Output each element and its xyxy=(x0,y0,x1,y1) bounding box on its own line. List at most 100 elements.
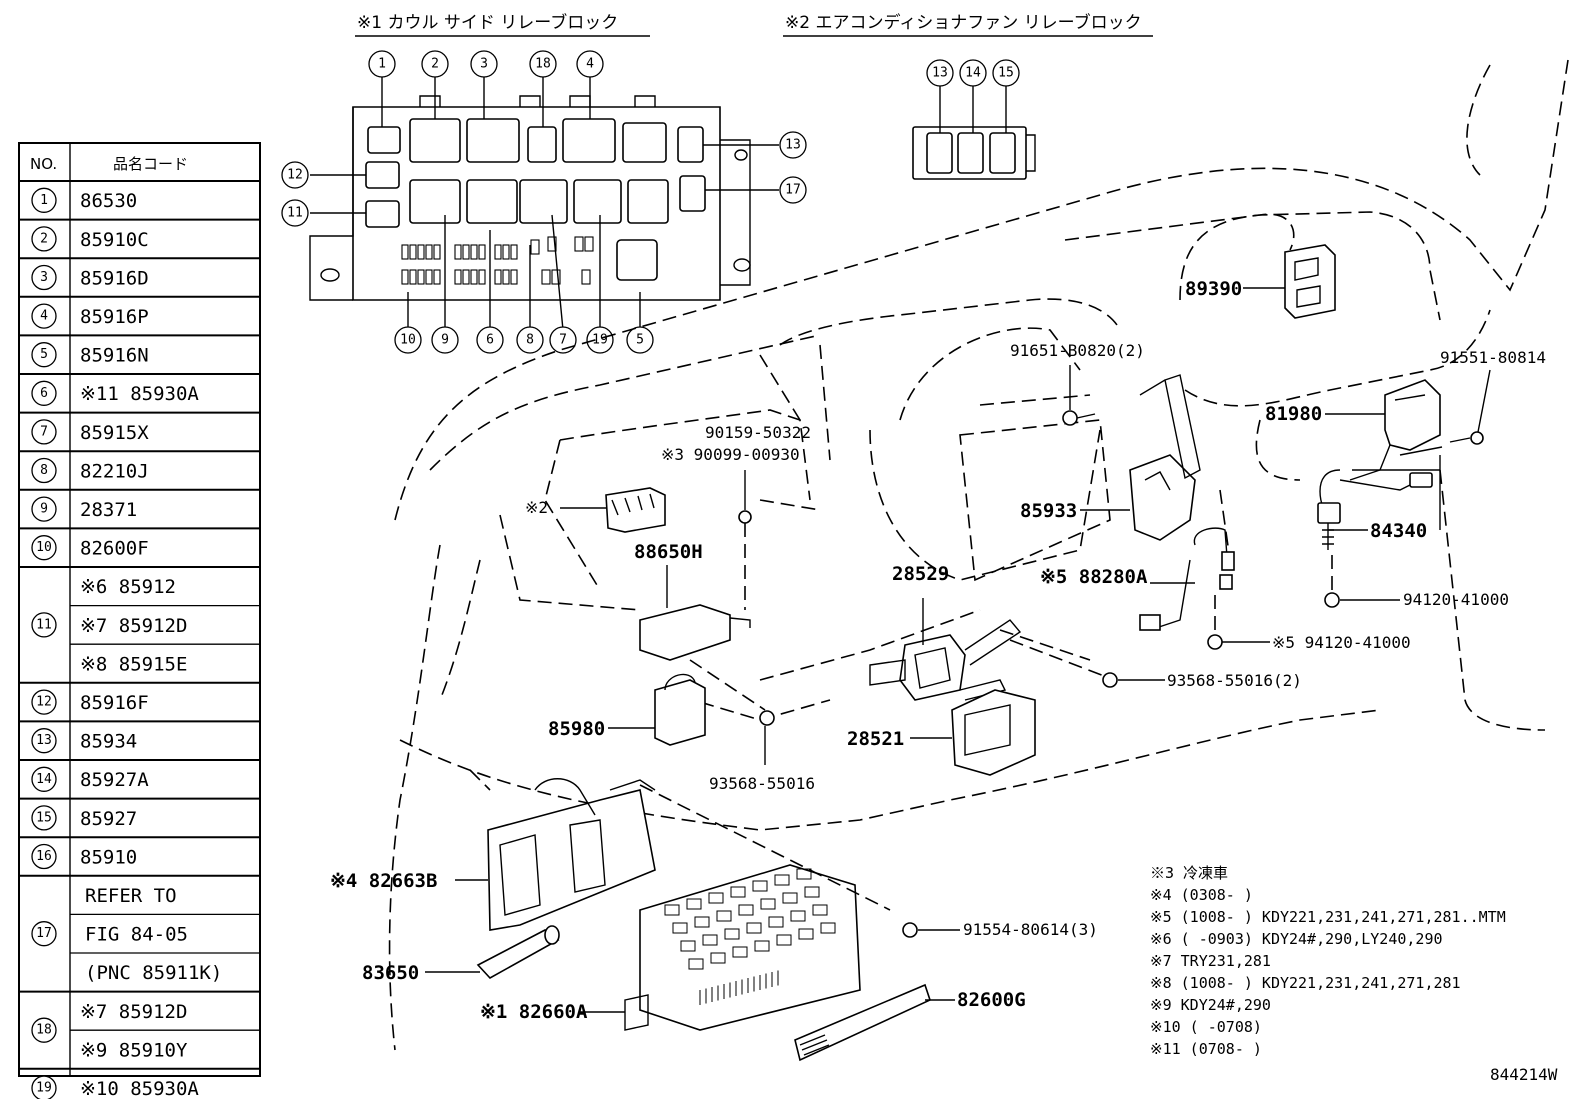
part-88280A-sensor[interactable] xyxy=(1139,527,1235,631)
label-82663B: ※4 82663B xyxy=(330,870,437,892)
callout-number: 7 xyxy=(559,333,567,348)
label-94120-41000-s5: ※5 94120-41000 xyxy=(1272,633,1411,652)
part-code: 28371 xyxy=(80,499,137,521)
table-row: 6 ※11 85930A xyxy=(31,380,199,406)
part-code: 85915X xyxy=(80,422,149,444)
footnote: ※11 (0708- ) xyxy=(1150,1040,1262,1058)
footnote: ※5 (1008- ) KDY221,231,241,271,281..MTM xyxy=(1150,908,1506,926)
nut-94120-41000-s5[interactable] xyxy=(1207,634,1223,650)
callout-number: 1 xyxy=(378,57,386,72)
part-ac-fan-relay-block[interactable] xyxy=(605,487,666,533)
row-number: 17 xyxy=(36,926,52,941)
callout-number: 6 xyxy=(486,333,494,348)
bolt-91551-80814[interactable] xyxy=(1449,431,1484,445)
callout-number: 19 xyxy=(592,333,608,348)
table-header-code: 品名コード xyxy=(113,155,188,173)
part-code: 85916F xyxy=(80,692,149,714)
part-85980-relay[interactable] xyxy=(654,673,706,746)
callout-number: 15 xyxy=(998,66,1014,81)
part-code: 85910C xyxy=(80,229,149,251)
part-83650-fuse-holder[interactable] xyxy=(476,925,560,980)
label-91554-80614: 91554-80614(3) xyxy=(963,920,1098,939)
callout-6: 6 xyxy=(476,326,504,354)
part-code: ※6 85912 xyxy=(80,576,176,598)
table-row: 11※6 85912※7 85912D※8 85915E xyxy=(31,576,260,675)
callout-9: 9 xyxy=(431,326,459,354)
row-number-circle xyxy=(31,612,57,638)
row-number: 8 xyxy=(40,463,48,478)
label-93568-55016-2: 93568-55016(2) xyxy=(1167,671,1302,690)
row-number-circle xyxy=(31,342,57,368)
row-number: 16 xyxy=(36,849,52,864)
part-28521-ecu[interactable] xyxy=(951,689,1036,776)
row-number: 19 xyxy=(36,1081,52,1096)
callout-number: 9 xyxy=(441,333,449,348)
footnote: ※9 KDY24#,290 xyxy=(1150,996,1271,1014)
row-number-circle xyxy=(31,805,57,831)
part-28529-bracket[interactable] xyxy=(869,619,1022,701)
part-code: 85916P xyxy=(80,306,149,328)
part-84340-sensor[interactable] xyxy=(1317,502,1341,550)
nut-94120-41000[interactable] xyxy=(1324,592,1340,608)
table-row: 19※10 85930A xyxy=(31,1075,199,1099)
footnote: ※8 (1008- ) KDY221,231,241,271,281 xyxy=(1150,974,1461,992)
bolt-90099-00930[interactable] xyxy=(738,510,752,610)
part-code: (PNC 85911K) xyxy=(85,962,222,984)
label-83650: 83650 xyxy=(362,962,419,984)
label-90159-50322: 90159-50322 xyxy=(705,423,811,442)
row-number-circle xyxy=(31,496,57,522)
label-88650H: 88650H xyxy=(634,541,703,563)
row-number: 3 xyxy=(40,270,48,285)
row-number-circle xyxy=(31,535,57,561)
label-89390: 89390 xyxy=(1185,278,1242,300)
callout-number: 2 xyxy=(431,57,439,72)
row-number-circle xyxy=(31,689,57,715)
part-code: ※7 85912D xyxy=(80,615,187,637)
title-ac-fan-relay-block: ※2 エアコンディショナファン リレーブロック xyxy=(785,12,1142,33)
part-code: REFER TO xyxy=(85,885,177,907)
label-85980: 85980 xyxy=(548,718,605,740)
callout-11: 11 xyxy=(281,199,309,227)
part-82660A-junction-block[interactable] xyxy=(624,864,861,1031)
callout-number: 5 xyxy=(636,333,644,348)
label-82600G: 82600G xyxy=(957,989,1026,1011)
part-85933-relay[interactable] xyxy=(1129,374,1201,541)
bolt-93568-55016[interactable] xyxy=(759,710,775,726)
part-82663B-cover[interactable] xyxy=(487,778,656,931)
callout-5: 5 xyxy=(626,326,654,354)
callout-13: 13 xyxy=(779,131,807,159)
footnote: ※6 ( -0903) KDY24#,290,LY240,290 xyxy=(1150,930,1443,948)
callout-3: 3 xyxy=(470,50,498,78)
callout-19: 19 xyxy=(586,326,614,354)
label-81980: 81980 xyxy=(1265,403,1322,425)
callout-18: 18 xyxy=(529,50,557,78)
part-89390-relay[interactable] xyxy=(1284,244,1336,319)
row-number: 6 xyxy=(40,386,48,401)
row-number-circle xyxy=(31,380,57,406)
part-code: ※11 85930A xyxy=(80,383,199,405)
part-81980-switch[interactable] xyxy=(1349,379,1441,481)
bolt-91554-80614[interactable] xyxy=(902,922,918,938)
row-number: 5 xyxy=(40,347,48,362)
bolt-91651-B0820[interactable] xyxy=(1062,410,1096,426)
part-code: 86530 xyxy=(80,190,137,212)
label-28529: 28529 xyxy=(892,563,949,585)
footnote: ※10 ( -0708) xyxy=(1150,1018,1262,1036)
part-88650H-amplifier[interactable] xyxy=(639,604,751,661)
callout-13: 13 xyxy=(926,59,954,87)
bolt-93568-55016-2[interactable] xyxy=(1102,672,1118,688)
row-number: 14 xyxy=(36,772,52,787)
